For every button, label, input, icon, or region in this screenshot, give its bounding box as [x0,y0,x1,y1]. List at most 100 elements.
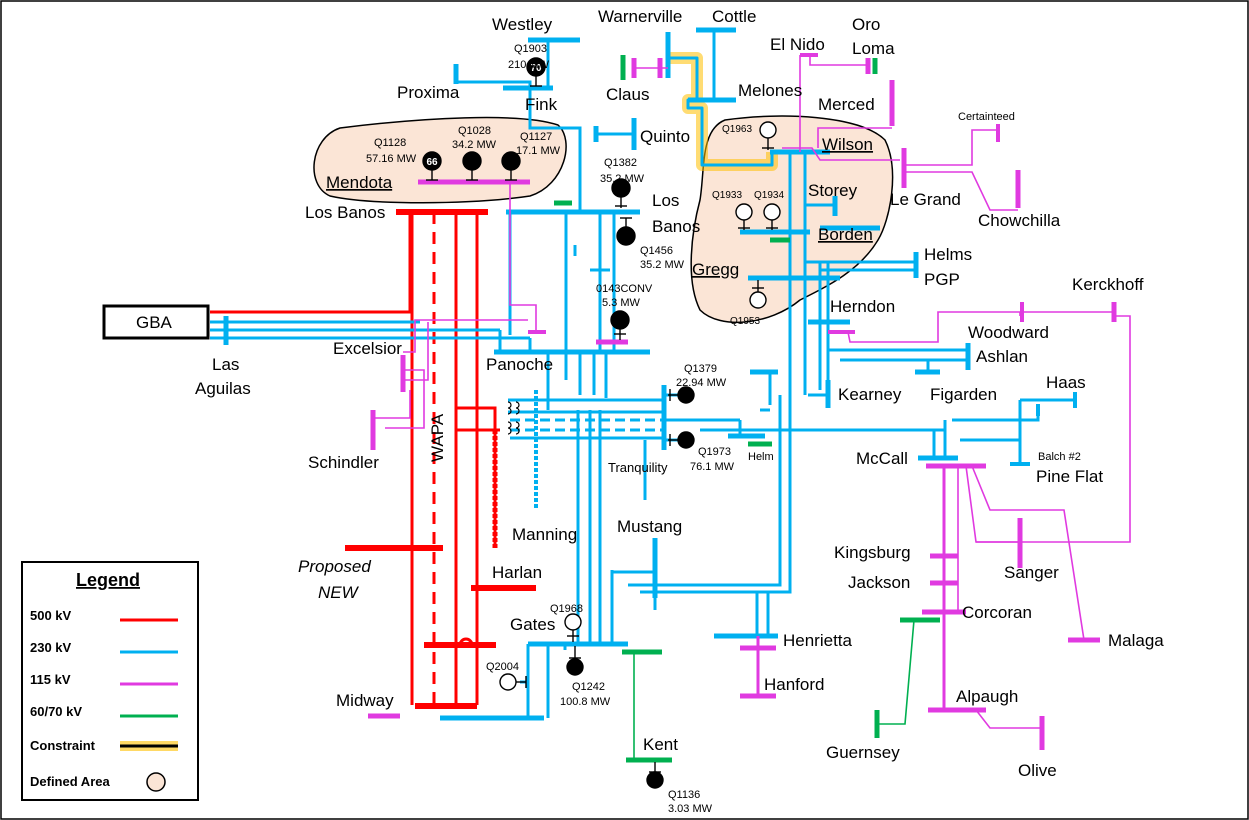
kv115-lines [368,53,1131,750]
label-manning: Manning [512,525,577,544]
label-herndon: Herndon [830,297,895,316]
legend-constraint-label: Constraint [30,738,96,753]
station-labels: Westley Warnerville Cottle Oro Loma El N… [136,7,1164,780]
q1127-mw: 17.1 MW [516,145,561,157]
label-malaga: Malaga [1108,631,1164,650]
label-mustang: Mustang [617,517,682,536]
q1933-id: Q1933 [712,190,742,201]
gen-q0143 [610,310,630,340]
label-guernsey: Guernsey [826,743,900,762]
q1379-mw: 22.94 MW [676,377,727,389]
label-chowchilla: Chowchilla [978,211,1061,230]
label-tranquility: Tranquility [608,460,668,475]
q1953-id: Q1953 [730,316,760,327]
label-warnerville: Warnerville [598,7,682,26]
gen-q1968 [564,613,582,642]
label-corcoran: Corcoran [962,603,1032,622]
gen-q1382 [611,178,631,208]
label-pine-flat: Pine Flat [1036,467,1103,486]
gen-q1456 [616,217,636,246]
label-haas: Haas [1046,373,1086,392]
gen-q1934 [763,203,781,230]
label-new: NEW [318,583,360,602]
gen-q1379 [668,386,695,404]
gen-q1242 [566,646,584,676]
label-kerckhoff: Kerckhoff [1072,275,1144,294]
label-kingsburg: Kingsburg [834,543,911,562]
label-oro: Oro [852,15,880,34]
legend-230kv-label: 230 kV [30,640,72,655]
gen-q2004 [499,673,527,691]
badge-q1903: 70 [530,63,542,74]
label-kent: Kent [643,735,678,754]
kv60-lines [554,55,940,763]
gen-q1963 [759,121,777,150]
label-balch: Balch #2 [1038,451,1081,463]
q1973-mw: 76.1 MW [690,461,735,473]
label-westley: Westley [492,15,553,34]
q1968-id: Q1968 [550,603,583,615]
legend-box [21,561,199,801]
q1934-id: Q1934 [754,190,784,201]
label-schindler: Schindler [308,453,379,472]
kv500-lines [210,209,536,709]
q1242-mw: 100.8 MW [560,696,611,708]
gen-q1028 [462,151,482,181]
label-fink: Fink [525,95,558,114]
q2004-id: Q2004 [486,661,519,673]
legend-area-label: Defined Area [30,774,110,789]
queue-labels: Q1903 210 MW Q1128 57.16 MW Q1028 34.2 M… [366,43,784,815]
label-helms-b: PGP [924,270,960,289]
label-jackson: Jackson [848,573,910,592]
label-aguilas: Aguilas [195,379,251,398]
label-borden: Borden [818,225,873,244]
q1127-id: Q1127 [520,131,552,143]
q1903-id: Q1903 [514,43,547,55]
label-el-nido: El Nido [770,35,825,54]
label-woodward: Woodward [968,323,1049,342]
q0143-id: 0143CONV [596,283,653,295]
label-ashlan: Ashlan [976,347,1028,366]
q1379-id: Q1379 [684,363,717,375]
q1136-id: Q1136 [668,789,700,801]
transformer-symbols [507,401,520,435]
gen-q1973 [668,431,695,449]
label-gba: GBA [136,313,173,332]
label-helms-a: Helms [924,245,972,264]
gen-q1128 [422,151,442,181]
q1903-mw: 210 MW [508,59,550,71]
badge-q1128: 66 [426,157,438,168]
line-hop [458,637,474,646]
label-le-grand: Le Grand [890,190,961,209]
label-las: Las [212,355,239,374]
label-gregg: Gregg [692,260,739,279]
label-certainteed: Certainteed [958,111,1015,123]
q1456-id: Q1456 [640,245,673,257]
gen-q1903 [526,57,546,87]
constraint-highlight [668,52,778,171]
legend: Legend 500 kV 230 kV 115 kV 60/70 kV Con… [21,561,199,801]
q1028-mw: 34.2 MW [452,139,497,151]
label-henrietta: Henrietta [783,631,853,650]
label-sanger: Sanger [1004,563,1059,582]
label-wilson: Wilson [822,135,873,154]
label-panoche: Panoche [486,355,553,374]
q1028-id: Q1028 [458,125,491,137]
gen-q1127 [501,151,521,181]
label-mendota: Mendota [326,173,393,192]
label-merced: Merced [818,95,875,114]
legend-115kv-label: 115 kV [30,672,71,687]
label-hanford: Hanford [764,675,824,694]
q1382-mw: 35.2 MW [600,173,645,185]
label-proxima: Proxima [397,83,460,102]
label-gates: Gates [510,615,555,634]
label-melones: Melones [738,81,802,100]
label-storey: Storey [808,181,858,200]
q1128-mw: 57.16 MW [366,153,417,165]
gen-q1136 [646,762,664,789]
label-excelsior: Excelsior [333,339,402,358]
label-harlan: Harlan [492,563,542,582]
